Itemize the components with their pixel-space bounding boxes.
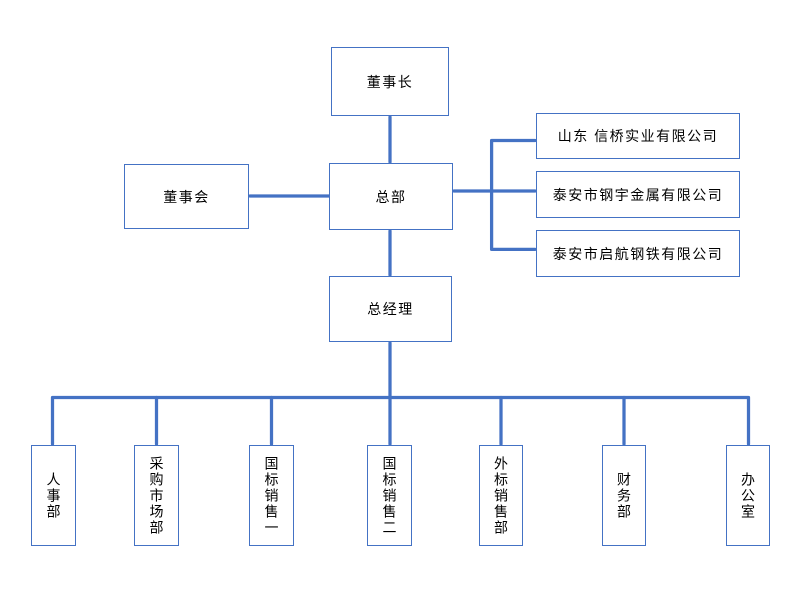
edge-dept-distributor (50, 395, 751, 446)
org-node-board-label: 董事会 (163, 188, 210, 205)
org-node-dept4: 国标销售二 (367, 445, 412, 546)
org-node-dept2-label: 采购市场部 (148, 455, 165, 536)
org-node-company1: 山东 信桥实业有限公司 (536, 113, 740, 159)
org-node-company3-label: 泰安市启航钢铁有限公司 (552, 245, 724, 262)
org-node-dept1: 人事部 (31, 445, 76, 546)
org-node-dept3: 国标销售一 (249, 445, 294, 546)
org-node-general-manager: 总经理 (329, 276, 452, 342)
org-node-dept5: 外标销售部 (479, 445, 523, 546)
org-node-company2-label: 泰安市钢宇金属有限公司 (552, 186, 724, 203)
org-node-dept1-label: 人事部 (45, 471, 62, 520)
org-node-dept4-label: 国标销售二 (381, 455, 398, 536)
org-node-general-manager-label: 总经理 (367, 301, 414, 317)
org-node-dept6: 财务部 (602, 445, 646, 546)
org-node-dept7: 办公室 (726, 445, 770, 546)
org-node-company1-label: 山东 信桥实业有限公司 (557, 128, 719, 144)
org-node-dept5-label: 外标销售部 (493, 455, 509, 536)
org-node-headquarters-label: 总部 (375, 188, 407, 205)
org-node-company2: 泰安市钢宇金属有限公司 (536, 171, 740, 218)
org-node-company3: 泰安市启航钢铁有限公司 (536, 230, 740, 277)
org-node-chairman-label: 董事长 (366, 73, 414, 90)
org-node-chairman: 董事长 (331, 47, 449, 116)
org-node-headquarters: 总部 (329, 163, 453, 230)
edge-headquarters-company1-company3 (489, 138, 537, 252)
org-node-dept2: 采购市场部 (134, 445, 179, 546)
org-node-dept6-label: 财务部 (616, 471, 632, 520)
org-node-dept7-label: 办公室 (740, 471, 756, 520)
org-node-board: 董事会 (124, 164, 249, 229)
org-node-dept3-label: 国标销售一 (263, 455, 280, 536)
